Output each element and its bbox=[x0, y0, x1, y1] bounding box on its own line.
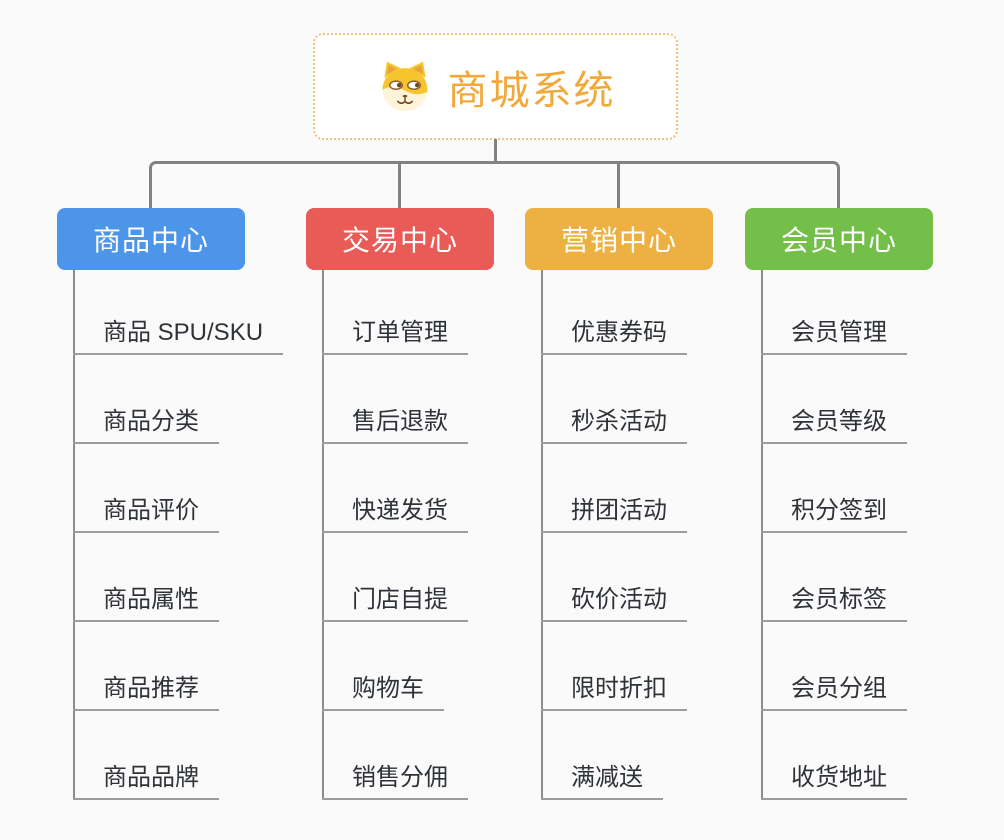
branch-trunk-line bbox=[322, 270, 324, 800]
connector-root-stub bbox=[494, 139, 497, 162]
leaf-node[interactable]: 会员等级 bbox=[761, 403, 907, 444]
leaf-node[interactable]: 砍价活动 bbox=[541, 581, 687, 622]
leaf-node[interactable]: 商品 SPU/SKU bbox=[73, 314, 284, 355]
branch-trunk-line bbox=[73, 270, 75, 800]
branch-box-member[interactable]: 会员中心 bbox=[745, 208, 933, 270]
branch-marketing: 营销中心 优惠券码秒杀活动拼团活动砍价活动限时折扣满减送 bbox=[525, 208, 775, 840]
dog-face-icon bbox=[382, 61, 427, 111]
leaf-node[interactable]: 售后退款 bbox=[322, 403, 468, 444]
leaf-node[interactable]: 快递发货 bbox=[322, 492, 468, 533]
connector-drop-3 bbox=[617, 163, 620, 208]
branch-box-marketing[interactable]: 营销中心 bbox=[525, 208, 713, 270]
leaf-node[interactable]: 销售分佣 bbox=[322, 759, 468, 800]
branch-label: 交易中心 bbox=[341, 225, 458, 256]
leaf-node[interactable]: 门店自提 bbox=[322, 581, 468, 622]
leaf-node[interactable]: 商品属性 bbox=[73, 581, 219, 622]
leaf-node[interactable]: 优惠券码 bbox=[541, 314, 687, 355]
leaf-node[interactable]: 限时折扣 bbox=[541, 670, 687, 711]
branch-trade: 交易中心 订单管理售后退款快递发货门店自提购物车销售分佣 bbox=[306, 208, 556, 840]
leaf-node[interactable]: 收货地址 bbox=[761, 759, 907, 800]
branch-product: 商品中心 商品 SPU/SKU 商品分类商品评价商品属性商品推荐商品品牌 bbox=[57, 208, 307, 840]
root-node[interactable]: 商城系统 bbox=[313, 33, 678, 140]
branch-trunk-line bbox=[541, 270, 543, 800]
branch-label: 会员中心 bbox=[780, 225, 897, 256]
leaf-node[interactable]: 商品推荐 bbox=[73, 670, 219, 711]
branch-label: 商品中心 bbox=[92, 225, 209, 256]
branch-box-product[interactable]: 商品中心 bbox=[57, 208, 245, 270]
leaf-node[interactable]: 秒杀活动 bbox=[541, 403, 687, 444]
leaf-node[interactable]: 购物车 bbox=[322, 670, 444, 711]
leaf-node[interactable]: 拼团活动 bbox=[541, 492, 687, 533]
root-title: 商城系统 bbox=[447, 68, 616, 113]
leaf-node[interactable]: 会员标签 bbox=[761, 581, 907, 622]
leaf-node[interactable]: 会员分组 bbox=[761, 670, 907, 711]
leaf-node[interactable]: 积分签到 bbox=[761, 492, 907, 533]
branch-label: 营销中心 bbox=[560, 225, 677, 256]
connector-horizontal bbox=[228, 161, 761, 164]
leaf-node[interactable]: 商品品牌 bbox=[73, 759, 219, 800]
leaf-node[interactable]: 商品分类 bbox=[73, 403, 219, 444]
branch-member: 会员中心 会员管理会员等级积分签到会员标签会员分组收货地址 bbox=[745, 208, 995, 840]
connector-corner-right bbox=[760, 161, 840, 208]
branch-box-trade[interactable]: 交易中心 bbox=[306, 208, 494, 270]
connector-drop-2 bbox=[398, 163, 401, 208]
leaf-node[interactable]: 会员管理 bbox=[761, 314, 907, 355]
connector-corner-left bbox=[149, 161, 229, 208]
leaf-node[interactable]: 订单管理 bbox=[322, 314, 468, 355]
leaf-node[interactable]: 商品评价 bbox=[73, 492, 219, 533]
leaf-node[interactable]: 满减送 bbox=[541, 759, 663, 800]
branch-trunk-line bbox=[761, 270, 763, 800]
